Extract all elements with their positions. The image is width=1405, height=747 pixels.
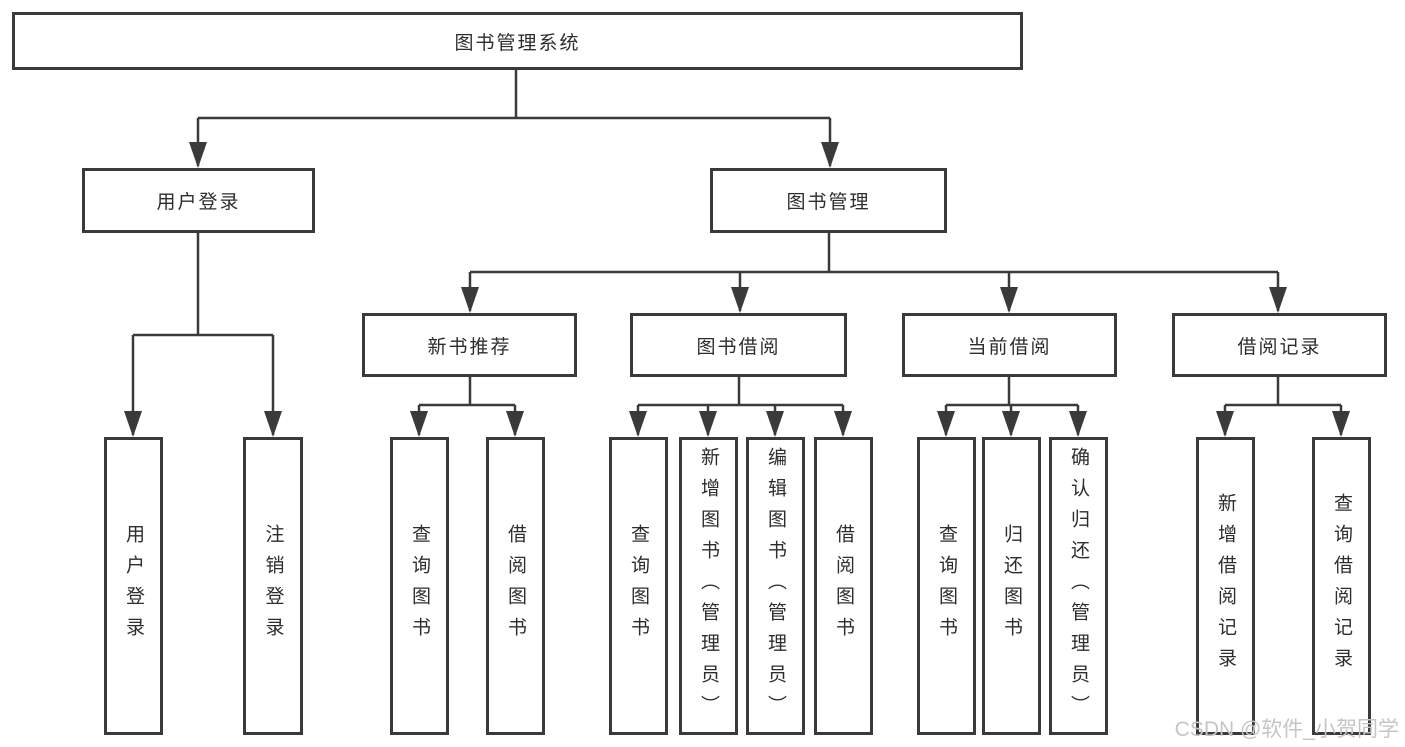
node-label: 用户登录	[156, 192, 241, 213]
node-root-library-system: 图书管理系统	[12, 12, 1023, 70]
node-label: 确认归还（管理员）	[1068, 446, 1089, 726]
node-label: 查询图书	[409, 524, 430, 648]
arrowhead-icons	[124, 142, 1350, 437]
node-label: 归还图书	[1001, 524, 1022, 648]
watermark: CSDN @软件_小贺同学	[1174, 718, 1399, 741]
node-label: 查询借阅记录	[1331, 493, 1352, 679]
leaf-query-books-current: 查询图书	[917, 437, 976, 735]
leaf-borrow-books-recommend: 借阅图书	[486, 437, 545, 735]
node-label: 借阅记录	[1237, 336, 1322, 358]
leaf-logout: 注销登录	[243, 437, 303, 735]
leaf-add-book-admin: 新增图书（管理员）	[679, 437, 738, 735]
node-label: 新书推荐	[427, 336, 512, 358]
node-label: 图书管理	[786, 192, 871, 213]
leaf-borrow-books: 借阅图书	[814, 437, 873, 735]
node-label: 查询图书	[936, 524, 957, 648]
node-user-login-group: 用户登录	[82, 168, 315, 233]
node-label: 新增图书（管理员）	[698, 446, 719, 726]
node-label: 编辑图书（管理员）	[765, 446, 786, 726]
leaf-user-login: 用户登录	[104, 437, 163, 735]
node-label: 当前借阅	[967, 336, 1052, 358]
leaf-confirm-return-admin: 确认归还（管理员）	[1049, 437, 1108, 735]
node-label: 用户登录	[123, 524, 144, 648]
node-book-management: 图书管理	[710, 168, 947, 233]
leaf-query-books-recommend: 查询图书	[390, 437, 449, 735]
node-label: 注销登录	[262, 524, 284, 648]
leaf-query-books-borrow: 查询图书	[609, 437, 668, 735]
leaf-add-borrow-record: 新增借阅记录	[1196, 437, 1255, 735]
node-current-borrow: 当前借阅	[902, 313, 1117, 377]
node-label: 图书管理系统	[454, 32, 581, 54]
node-label: 查询图书	[628, 524, 649, 648]
node-label: 图书借阅	[696, 336, 781, 358]
node-borrow-record: 借阅记录	[1172, 313, 1387, 377]
leaf-query-borrow-record: 查询借阅记录	[1312, 437, 1371, 735]
node-book-borrow: 图书借阅	[630, 313, 847, 377]
node-label: 新增借阅记录	[1215, 493, 1236, 679]
leaf-edit-book-admin: 编辑图书（管理员）	[746, 437, 805, 735]
node-new-book-recommend: 新书推荐	[362, 313, 577, 377]
node-label: 借阅图书	[833, 524, 854, 648]
node-label: 借阅图书	[505, 524, 526, 648]
leaf-return-books: 归还图书	[982, 437, 1041, 735]
